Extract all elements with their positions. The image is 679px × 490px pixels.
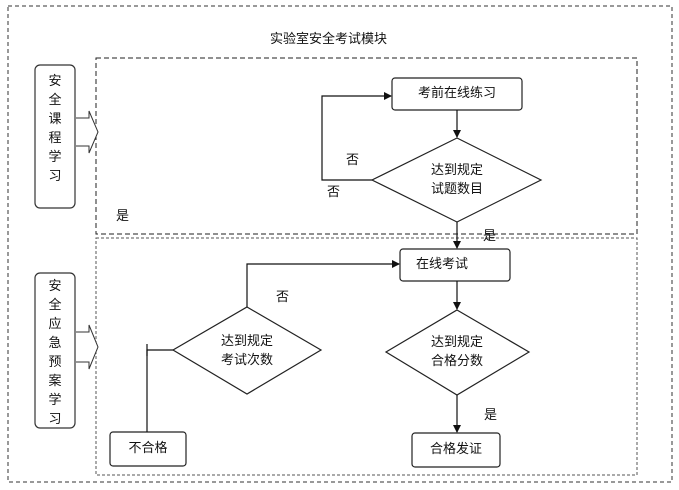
check-score-line-2: 合格分数 xyxy=(430,354,484,369)
check-attempts-line-1: 达到规定 xyxy=(220,334,274,349)
emergency-label-char: 案 xyxy=(48,374,62,389)
course-module-box xyxy=(34,64,76,209)
fail-node xyxy=(109,431,187,467)
check-questions-line-2: 试题数目 xyxy=(430,182,484,197)
edge-label-yes-1: 是 xyxy=(116,209,130,224)
practice-label: 考前在线练习 xyxy=(417,86,497,101)
emergency-label-char: 全 xyxy=(48,298,62,313)
check-attempts-label: 达到规定 考试次数 xyxy=(221,332,273,370)
online-exam-label: 在线考试 xyxy=(415,257,469,272)
emergency-module-label: 安全应急预案学习 xyxy=(47,277,63,429)
emergency-block-arrow xyxy=(76,324,99,370)
edge-label-no-2: 否 xyxy=(327,185,341,200)
emergency-label-char: 预 xyxy=(48,355,62,370)
check-score-label: 达到规定 合格分数 xyxy=(431,333,483,371)
edge-label-no-1: 否 xyxy=(346,153,360,168)
outer-frame xyxy=(7,5,673,483)
check-attempts-line-2: 考试次数 xyxy=(220,353,274,368)
exam-section-frame xyxy=(95,237,638,476)
course-block-arrow xyxy=(76,110,99,154)
emergency-label-char: 安 xyxy=(48,279,62,294)
practice-section-frame xyxy=(95,57,638,235)
emergency-label-char: 急 xyxy=(48,336,62,351)
edge-label-yes-3: 是 xyxy=(484,408,498,423)
course-label-char: 学 xyxy=(48,150,62,165)
course-label-char: 习 xyxy=(48,169,62,184)
check-questions-label: 达到规定 试题数目 xyxy=(431,161,483,199)
check-questions-line-1: 达到规定 xyxy=(430,163,484,178)
fail-label: 不合格 xyxy=(128,441,168,456)
questions-no-loop-arrow xyxy=(321,92,392,181)
emergency-label-char: 习 xyxy=(48,412,62,427)
certificate-node xyxy=(411,432,501,468)
attempts-yes-connector xyxy=(146,349,173,432)
course-label-char: 课 xyxy=(48,112,62,127)
course-label-char: 安 xyxy=(48,74,62,89)
emergency-label-char: 学 xyxy=(48,393,62,408)
edge-label-yes-2: 是 xyxy=(483,229,497,244)
check-attempts-diamond xyxy=(171,306,323,395)
edge-label-no-3: 否 xyxy=(276,290,290,305)
online-exam-node xyxy=(399,248,511,282)
diagram-title: 实验室安全考试模块 xyxy=(270,32,388,47)
course-module-label: 安全课程学习 xyxy=(47,72,63,186)
emergency-label-char: 应 xyxy=(48,317,62,332)
attempts-no-arrow xyxy=(246,260,400,307)
course-label-char: 全 xyxy=(48,93,62,108)
check-score-line-1: 达到规定 xyxy=(430,335,484,350)
certificate-label: 合格发证 xyxy=(429,442,483,457)
course-label-char: 程 xyxy=(48,131,62,146)
emergency-module-box xyxy=(34,272,76,429)
